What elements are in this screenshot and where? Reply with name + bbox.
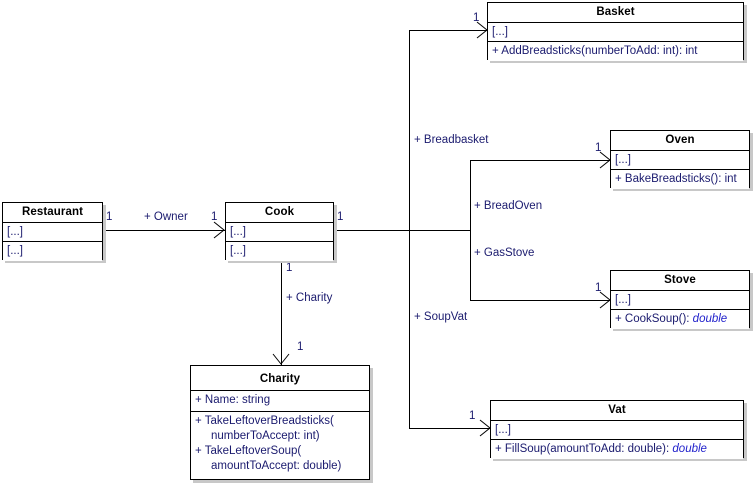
connector-breadbasket-line [409,30,489,31]
connector-soupvat-target-mult: 1 [469,410,476,422]
class-row: + TakeLeftoverBreadsticks( [195,415,334,427]
class-box-basket[interactable]: Basket [...] + AddBreadsticks(numberToAd… [487,2,744,61]
class-row-rich: + CookSoup(): double [615,312,746,327]
class-row: [...] [495,424,511,436]
class-row: [...] [492,26,508,38]
class-row: [...] [615,154,631,166]
connector-breadbasket-target-mult: 1 [473,12,480,24]
class-row: + Name: string [195,394,271,406]
connector-gasstove-line [470,300,612,301]
connector-soupvat-label: + SoupVat [414,311,468,323]
connector-owner-target-mult: 1 [211,211,218,223]
class-box-stove[interactable]: Stove [...] + CookSoup(): double [610,270,750,329]
operation-return-type: double [672,443,707,455]
class-operations-stove: + CookSoup(): double [611,310,749,329]
connector-oven-stove-trunk [470,160,471,300]
class-box-vat[interactable]: Vat [...] + FillSoup(amountToAdd: double… [490,400,744,459]
class-row: + TakeLeftoverSoup( [195,445,302,457]
class-row: + BakeBreadsticks(): int [615,173,737,185]
class-attributes-restaurant: [...] [3,223,102,242]
class-row: [...] [615,294,631,306]
connector-charity-source-mult: 1 [286,262,293,274]
connector-charity-arrowhead [272,353,290,365]
connector-breadoven-line [470,160,612,161]
class-operations-cook: [...] [226,242,333,261]
class-box-cook[interactable]: Cook [...] [...] [225,202,334,261]
class-attributes-stove: [...] [611,291,749,310]
class-title-stove: Stove [611,271,749,291]
connector-charity-target-mult: 1 [297,341,304,353]
connector-cook-stem-mult: 1 [337,211,344,223]
class-operations-basket: + AddBreadsticks(numberToAdd: int): int [488,42,743,61]
class-attributes-cook: [...] [226,223,333,242]
connector-soupvat-line [409,428,492,429]
connector-owner-arrowhead [213,221,225,239]
class-row: [...] [7,226,23,238]
class-title-charity: Charity [191,366,369,391]
connector-charity-line [281,262,282,365]
class-row: amountToAccept: double) [195,460,342,472]
operation-signature: + FillSoup(amountToAdd: double): [495,443,673,455]
connector-breadoven-label: + BreadOven [474,200,543,212]
class-operations-charity: + TakeLeftoverBreadsticks( numberToAccep… [191,412,369,479]
connector-charity-label: + Charity [286,292,333,304]
class-row: [...] [230,245,246,257]
connector-breadbasket-label: + Breadbasket [414,134,489,146]
connector-owner-line [103,230,225,231]
operation-signature: + CookSoup(): [615,313,693,325]
connector-owner-source-mult: 1 [106,211,113,223]
operation-return-type: double [692,313,728,325]
connector-gasstove-label: + GasStove [474,247,535,259]
class-attributes-oven: [...] [611,151,749,170]
connector-cook-stem [334,230,410,231]
class-operations-restaurant: [...] [3,242,102,261]
class-box-oven[interactable]: Oven [...] + BakeBreadsticks(): int [610,130,750,189]
class-row: [...] [7,245,23,257]
class-title-basket: Basket [488,3,743,23]
class-row: [...] [230,226,246,238]
class-operations-vat: + FillSoup(amountToAdd: double): double [491,440,743,459]
connector-breadoven-target-mult: 1 [595,142,602,154]
connector-oven-stove-stem [409,230,471,231]
class-title-cook: Cook [226,203,333,223]
connector-main-trunk [409,30,410,428]
class-attributes-basket: [...] [488,23,743,42]
connector-gasstove-target-mult: 1 [595,282,602,294]
class-title-vat: Vat [491,401,743,421]
class-attributes-charity: + Name: string [191,391,369,412]
class-title-restaurant: Restaurant [3,203,102,223]
class-box-restaurant[interactable]: Restaurant [...] [...] [2,202,103,261]
class-operations-oven: + BakeBreadsticks(): int [611,170,749,189]
class-row: numberToAccept: int) [195,430,320,442]
class-box-charity[interactable]: Charity + Name: string + TakeLeftoverBre… [190,365,370,480]
class-row: + AddBreadsticks(numberToAdd: int): int [492,45,698,57]
class-row-rich: + FillSoup(amountToAdd: double): double [495,442,740,457]
connector-owner-label: + Owner [144,211,188,223]
class-title-oven: Oven [611,131,749,151]
class-attributes-vat: [...] [491,421,743,440]
